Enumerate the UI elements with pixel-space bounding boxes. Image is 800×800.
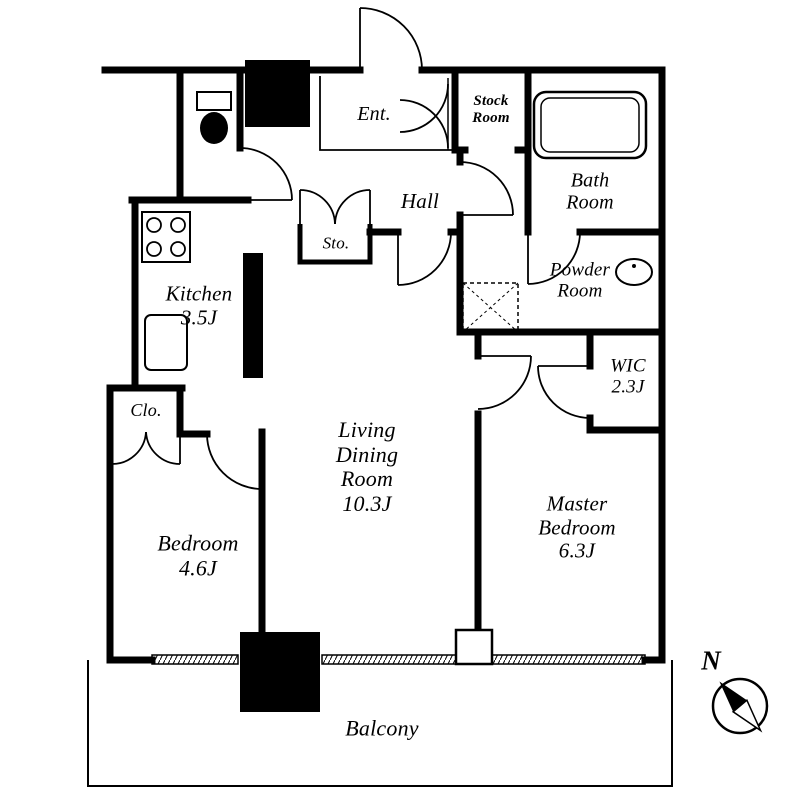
room-label-master-bedroom: Master Bedroom 6.3J (538, 491, 616, 563)
balcony-outline (87, 660, 673, 787)
room-label-balcony: Balcony (345, 715, 419, 741)
room-label-living-dining: Living Dining Room 10.3J (335, 416, 399, 516)
storage-box (297, 224, 373, 265)
room-label-stock-room: Stock Room (472, 93, 510, 126)
room-label-powder-room: Powder Room (549, 259, 611, 302)
kitchen-sink-icon (144, 314, 188, 371)
washer-pan-icon (462, 282, 519, 333)
entrance-step (319, 76, 452, 151)
compass-icon (711, 677, 769, 735)
kitchen-partition (243, 253, 263, 378)
room-label-entrance: Ent. (357, 102, 391, 125)
bathtub-icon (532, 90, 648, 160)
north-label: N (701, 645, 721, 676)
stove-icon (141, 211, 191, 263)
pillar-bottom (240, 632, 320, 712)
room-label-kitchen: Kitchen 3.5J (165, 281, 233, 329)
pillar-top (245, 60, 310, 127)
room-label-wic: WIC 2.3J (610, 355, 646, 398)
room-label-hall: Hall (400, 189, 440, 214)
outer-walls (101, 66, 666, 664)
room-label-closet: Clo. (130, 399, 162, 420)
door-arcs (111, 7, 591, 490)
room-label-storage: Sto. (322, 233, 350, 253)
room-label-bath-room: Bath Room (566, 169, 614, 214)
window-band (151, 654, 646, 665)
toilet-icon (196, 91, 232, 144)
room-label-bedroom: Bedroom 4.6J (157, 530, 239, 580)
bottom-wall-box (454, 628, 494, 666)
powder-sink-icon (615, 258, 653, 286)
